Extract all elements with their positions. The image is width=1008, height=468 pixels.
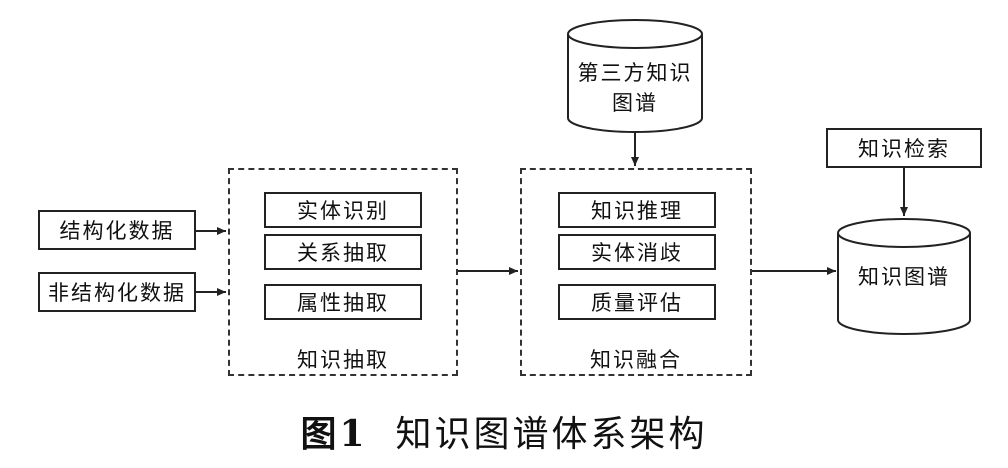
third-party-kg-label: 第三方知识 图谱 bbox=[568, 58, 702, 118]
structured-data-label: 结构化数据 bbox=[59, 219, 175, 243]
knowledge-graph-label: 知识图谱 bbox=[858, 265, 950, 289]
extraction-item-label: 关系抽取 bbox=[297, 241, 389, 265]
knowledge-graph-cylinder bbox=[837, 218, 971, 335]
extraction-item-label: 实体识别 bbox=[297, 199, 389, 223]
knowledge-extraction-title: 知识抽取 bbox=[297, 348, 389, 372]
fusion-item-knowledge-reasoning: 知识推理 bbox=[558, 192, 716, 228]
extraction-item-attribute-extraction: 属性抽取 bbox=[264, 284, 422, 320]
fusion-item-label: 质量评估 bbox=[591, 291, 683, 315]
fusion-item-entity-disambiguation: 实体消歧 bbox=[558, 234, 716, 270]
figure-title: 知识图谱体系架构 bbox=[395, 414, 708, 455]
knowledge-retrieval-box: 知识检索 bbox=[826, 128, 982, 168]
third-party-kg-line2: 图谱 bbox=[612, 91, 658, 115]
extraction-item-label: 属性抽取 bbox=[297, 291, 389, 315]
extraction-item-relation-extraction: 关系抽取 bbox=[264, 234, 422, 270]
structured-data-box: 结构化数据 bbox=[38, 210, 196, 250]
fusion-item-label: 知识推理 bbox=[591, 199, 683, 223]
figure-caption: 图1 知识图谱体系架构 bbox=[0, 405, 1008, 457]
third-party-kg-cylinder bbox=[567, 19, 703, 133]
knowledge-retrieval-label: 知识检索 bbox=[858, 137, 950, 161]
extraction-item-entity-recognition: 实体识别 bbox=[264, 192, 422, 228]
unstructured-data-box: 非结构化数据 bbox=[38, 272, 196, 312]
unstructured-data-label: 非结构化数据 bbox=[48, 281, 186, 305]
fusion-item-quality-assessment: 质量评估 bbox=[558, 284, 716, 320]
figure-number: 图1 bbox=[300, 413, 368, 455]
third-party-kg-line1: 第三方知识 bbox=[577, 61, 693, 85]
fusion-item-label: 实体消歧 bbox=[591, 241, 683, 265]
knowledge-fusion-title: 知识融合 bbox=[590, 348, 682, 372]
